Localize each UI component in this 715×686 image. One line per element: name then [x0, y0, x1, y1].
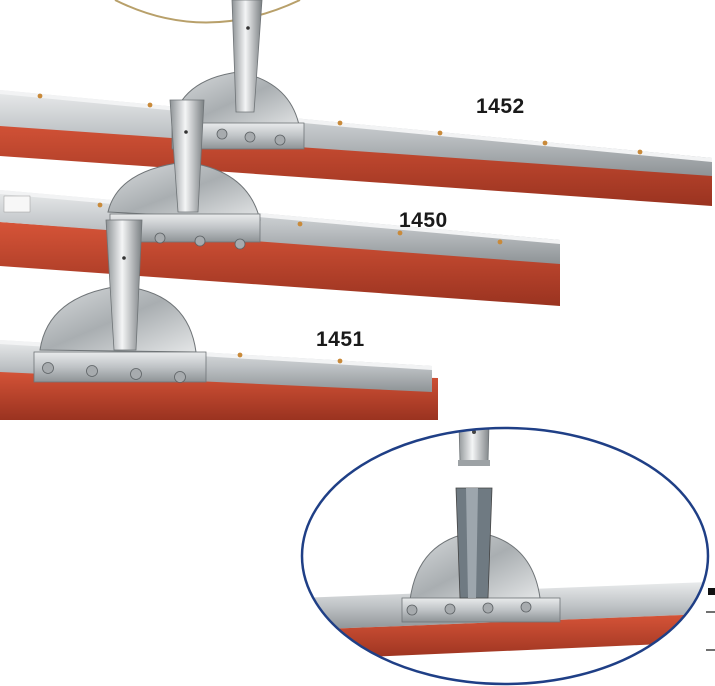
pole-1451 [105, 219, 143, 351]
model-label-1452: 1452 [476, 95, 525, 118]
squeegee-1451 [0, 219, 438, 420]
pole-1452 [231, 0, 263, 113]
detail-rubber [302, 614, 708, 660]
model-label-1450: 1450 [399, 209, 448, 232]
top-ring-arc [114, 0, 301, 24]
detail-inset [300, 426, 710, 686]
detached-pole [457, 428, 491, 463]
pole-1450 [169, 99, 205, 213]
detail-ring [300, 426, 710, 686]
model-label-1451: 1451 [316, 328, 365, 351]
squeegee-1452 [0, 0, 712, 206]
margin-square-mark [708, 588, 715, 595]
